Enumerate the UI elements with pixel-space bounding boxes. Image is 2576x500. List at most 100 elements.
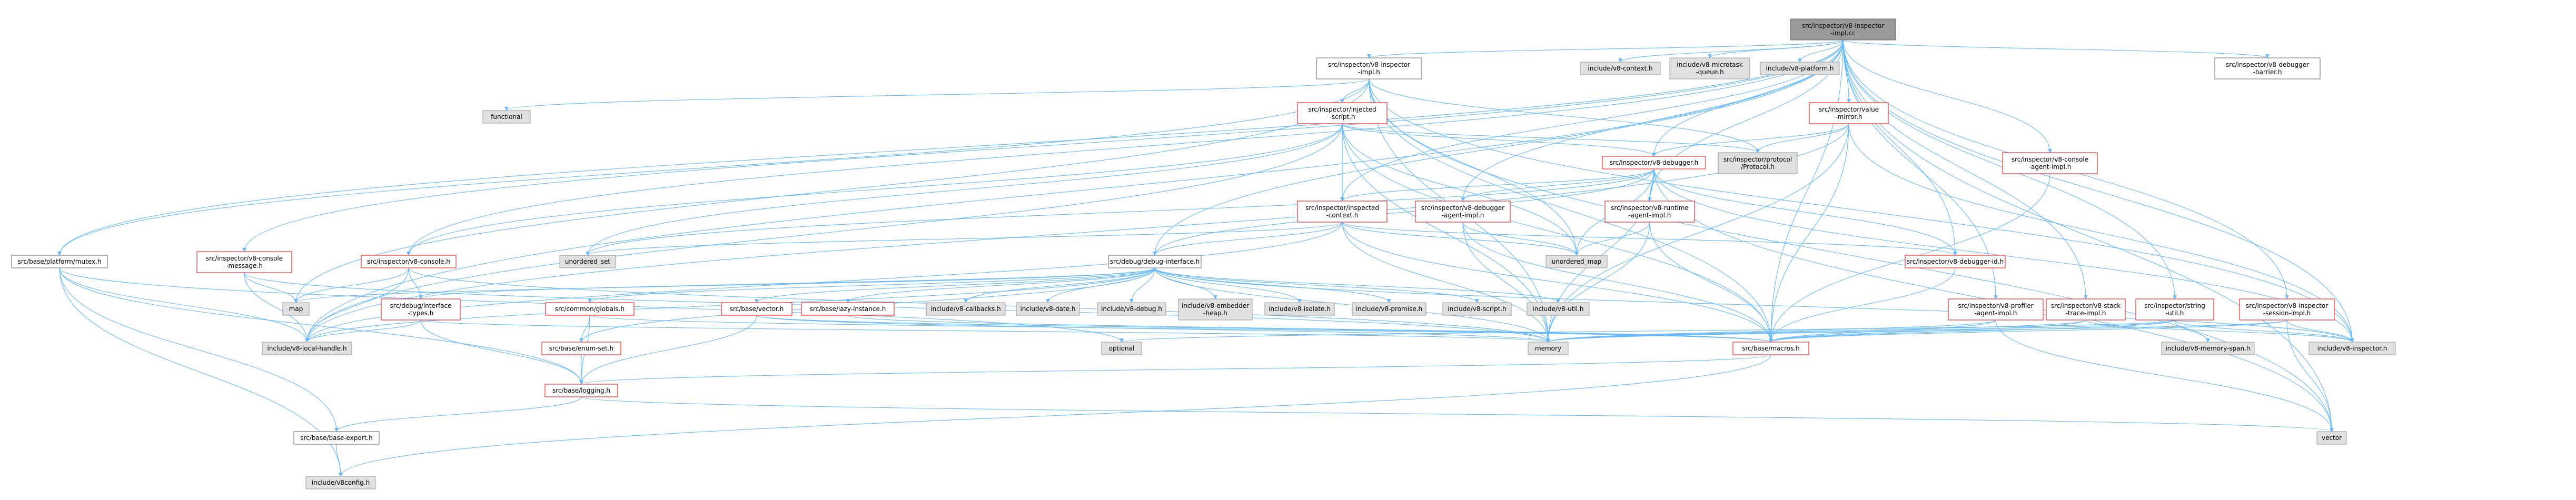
node-label: include/v8-local-handle.h — [267, 345, 346, 352]
graph-node-unordered-set[interactable]: unordered_set — [559, 255, 616, 268]
graph-node-globals[interactable]: src/common/globals.h — [545, 302, 635, 316]
node-box — [1545, 255, 1608, 268]
graph-node-memory[interactable]: memory — [1528, 342, 1569, 355]
node-box — [2046, 298, 2126, 321]
graph-node-callbacks[interactable]: include/v8-callbacks.h — [926, 302, 1006, 316]
graph-node-macros[interactable]: src/base/macros.h — [1732, 342, 1809, 355]
dependency-edge — [579, 315, 590, 343]
graph-node-map[interactable]: map — [282, 302, 310, 316]
graph-node-string-util[interactable]: src/inspector/string-util.h — [2135, 298, 2214, 321]
dependency-edge — [1546, 222, 1650, 343]
node-box — [282, 302, 310, 316]
graph-node-debugger-h[interactable]: src/inspector/v8-debugger.h — [1602, 156, 1706, 169]
node-label: include/v8-script.h — [1448, 305, 1506, 313]
graph-node-embedder-heap[interactable]: include/v8-embedder-heap.h — [1178, 298, 1253, 321]
graph-node-memory-span[interactable]: include/v8-memory-span.h — [2161, 342, 2255, 355]
node-label: src/base/enum-set.h — [549, 345, 614, 352]
node-label: -agent-impl.h — [1975, 309, 2017, 317]
node-box — [1442, 302, 1512, 316]
dependency-edge — [504, 78, 1370, 111]
graph-node-v8script[interactable]: include/v8-script.h — [1442, 302, 1512, 316]
graph-node-v8date[interactable]: include/v8-date.h — [1016, 302, 1080, 316]
graph-node-dbg-agent[interactable]: src/inspector/v8-debugger-agent-impl.h — [1415, 201, 1511, 223]
graph-node-v8promise[interactable]: include/v8-promise.h — [1352, 302, 1426, 316]
node-box — [2135, 298, 2214, 321]
node-label: memory — [1535, 345, 1561, 352]
graph-node-v8debug[interactable]: include/v8-debug.h — [1097, 302, 1166, 316]
graph-node-console-agent[interactable]: src/inspector/v8-console-agent-impl.h — [2002, 152, 2098, 174]
dependency-edge — [1342, 123, 1760, 153]
graph-node-debug-iface[interactable]: src/debug/debug-interface.h — [1108, 255, 1202, 268]
node-label: src/inspector/v8-inspector — [2246, 302, 2328, 309]
dependency-edge — [1342, 222, 1773, 343]
graph-node-mutex[interactable]: src/base/platform/mutex.h — [11, 255, 108, 268]
dependency-edge — [336, 444, 343, 477]
graph-node-injected-ctx[interactable]: src/inspector/inspected-context.h — [1297, 201, 1388, 223]
node-label: include/v8-date.h — [1020, 305, 1075, 313]
graph-node-base-vector[interactable]: src/base/vector.h — [721, 302, 792, 316]
graph-node-v8context[interactable]: include/v8-context.h — [1580, 62, 1661, 75]
node-box — [1718, 152, 1798, 174]
dependency-edge — [1574, 222, 1650, 256]
dependency-edge — [1342, 222, 1550, 343]
dependency-edge — [1649, 222, 1773, 343]
graph-node-root[interactable]: src/inspector/v8-inspector-impl.cc — [1790, 18, 1896, 41]
graph-node-console-msg[interactable]: src/inspector/v8-console-message.h — [196, 251, 292, 273]
node-box — [1790, 18, 1896, 41]
node-label: src/inspector/string — [2144, 302, 2205, 309]
graph-node-v8isolate[interactable]: include/v8-isolate.h — [1264, 302, 1335, 316]
graph-node-iface-types[interactable]: src/debug/interface-types.h — [381, 298, 461, 321]
node-label: src/inspector/v8-console.h — [367, 258, 450, 265]
graph-node-enum-set[interactable]: src/base/enum-set.h — [541, 342, 621, 355]
node-box — [1948, 298, 2044, 321]
graph-node-debugger-id[interactable]: src/inspector/v8-debugger-id.h — [1905, 255, 2006, 268]
dependency-edge — [846, 267, 1155, 303]
graph-node-injected-script[interactable]: src/inspector/injected-script.h — [1297, 102, 1388, 124]
dependency-edge — [408, 267, 423, 299]
graph-node-base-export[interactable]: src/base/base-export.h — [293, 431, 380, 445]
dependency-edge — [305, 222, 1343, 343]
node-label: include/v8-microtask — [1677, 61, 1743, 68]
graph-node-stack-trace[interactable]: src/inspector/v8-stack-trace-impl.h — [2046, 298, 2126, 321]
node-box — [545, 302, 635, 316]
node-label: src/inspector/protocol — [1723, 156, 1792, 163]
node-box — [2002, 152, 2098, 174]
graph-node-v8config[interactable]: include/v8config.h — [305, 476, 376, 489]
graph-node-value-mirror[interactable]: src/inspector/value-mirror.h — [1809, 102, 1889, 124]
graph-node-optional[interactable]: optional — [1101, 342, 1142, 355]
graph-node-dbg-barrier[interactable]: src/inspector/v8-debugger-barrier.h — [2214, 57, 2321, 79]
graph-node-unordered-map[interactable]: unordered_map — [1545, 255, 1608, 268]
dependency-edge — [420, 319, 1550, 343]
graph-node-microtask[interactable]: include/v8-microtask-queue.h — [1669, 57, 1750, 79]
node-label: src/inspector/v8-debugger-id.h — [1907, 258, 2004, 265]
graph-node-protocol[interactable]: src/inspector/protocol/Protocol.h — [1718, 152, 1798, 174]
dependency-edge — [586, 123, 1343, 256]
graph-node-vector[interactable]: vector — [2316, 431, 2347, 445]
dependency-edge — [1756, 123, 1849, 153]
graph-node-impl-h[interactable]: src/inspector/v8-inspector-impl.h — [1316, 57, 1422, 79]
graph-node-functional[interactable]: functional — [482, 110, 531, 124]
graph-node-v8util[interactable]: include/v8-util.h — [1527, 302, 1590, 316]
graph-node-runtime-agent[interactable]: src/inspector/v8-runtime-agent-impl.h — [1604, 201, 1695, 223]
graph-node-v8inspector[interactable]: include/v8-inspector.h — [2309, 342, 2396, 355]
graph-node-session-impl[interactable]: src/inspector/v8-inspector-session-impl.… — [2239, 298, 2335, 321]
graph-node-lazy-instance[interactable]: src/base/lazy-instance.h — [801, 302, 895, 316]
dependency-edge — [305, 39, 1844, 343]
node-box — [293, 431, 380, 445]
node-box — [1809, 102, 1889, 124]
node-label: src/base/vector.h — [730, 305, 784, 313]
node-label: src/base/platform/mutex.h — [18, 258, 102, 265]
graph-node-platform[interactable]: include/v8-platform.h — [1760, 62, 1840, 75]
graph-node-profiler-agent[interactable]: src/inspector/v8-profiler-agent-impl.h — [1948, 298, 2044, 321]
node-box — [1108, 255, 1202, 268]
node-label: src/base/lazy-instance.h — [810, 305, 886, 313]
dependency-edge — [2085, 319, 2354, 343]
graph-node-local-handle[interactable]: include/v8-local-handle.h — [262, 342, 352, 355]
graph-node-logging[interactable]: src/base/logging.h — [544, 384, 618, 397]
node-label: -agent-impl.h — [1629, 212, 1671, 219]
graph-node-console-h[interactable]: src/inspector/v8-console.h — [361, 255, 457, 268]
dependency-edge — [334, 396, 582, 432]
dependency-edge — [1153, 222, 1343, 256]
node-label: /Protocol.h — [1741, 163, 1775, 171]
